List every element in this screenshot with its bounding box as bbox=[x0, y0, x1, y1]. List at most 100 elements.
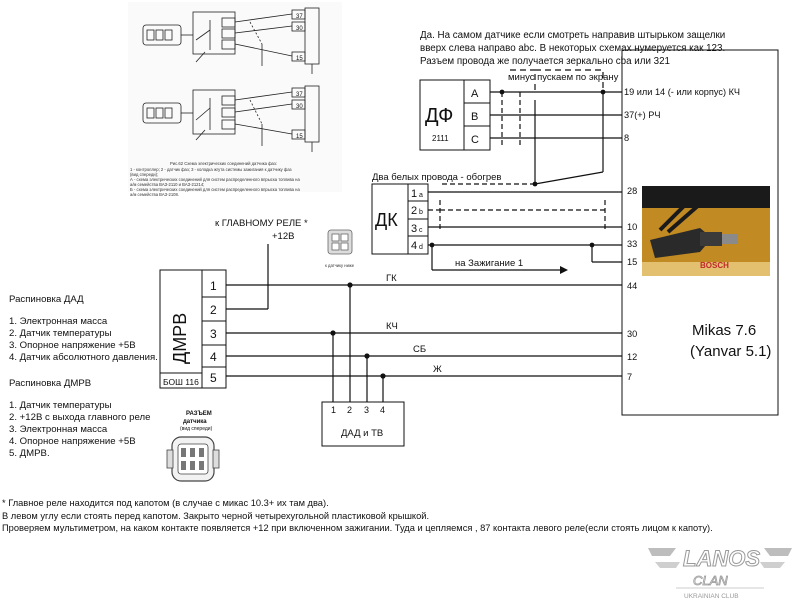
top-note-line: Разъем провода же получается зеркально c… bbox=[420, 56, 670, 67]
scan-legend-line: Б - схема электрических соединений для с… bbox=[130, 187, 300, 192]
maf-sensor-wires bbox=[226, 284, 622, 402]
junction-dot bbox=[364, 353, 370, 359]
scan-legend-line: а/м семейства ВАЗ-2108. bbox=[130, 192, 179, 197]
pin12-label: 12 bbox=[627, 352, 637, 362]
connector-caption-3: (вид спереди) bbox=[180, 426, 213, 432]
phase-sensor-wires bbox=[490, 69, 622, 184]
scan-scheme-a bbox=[142, 7, 320, 74]
sensor-connector-illustration: РАЗЪЕМ датчика (вид спереди) bbox=[166, 411, 220, 482]
scan-legend-line: 1 - контроллер; 2 - датчик фаз; 3 - коло… bbox=[130, 167, 292, 172]
dmrv-pin-4: 4 bbox=[210, 350, 217, 364]
df-title: ДФ bbox=[425, 105, 453, 127]
junction-dot bbox=[600, 89, 606, 95]
ignition-arrow bbox=[560, 266, 568, 274]
minus-screen-label: минус пускаем по экрану bbox=[508, 72, 619, 83]
pin33-label: 33 bbox=[627, 239, 637, 249]
bosch-label: BOSCH bbox=[700, 261, 729, 270]
scan-pin-15-a: 15 bbox=[296, 56, 303, 62]
footnote-line: Проверяем мультиметром, на каком контакт… bbox=[2, 523, 713, 533]
dk-pin-4-suffix: d bbox=[419, 244, 423, 251]
scan-pin-15-b: 15 bbox=[296, 134, 303, 140]
df-pin-b: B bbox=[471, 111, 478, 123]
ecu-version: (Yanvar 5.1) bbox=[690, 343, 771, 360]
phase-sensor-block: ДФ 2111 A B C bbox=[419, 79, 491, 151]
df-pin-a: A bbox=[471, 88, 479, 100]
oxygen-sensor-block: ДК 1 a 2 b 3 c 4 d bbox=[371, 183, 429, 255]
connector-caption-1: РАЗЪЕМ bbox=[186, 411, 212, 417]
pin7-label: 7 bbox=[627, 372, 632, 382]
gk-label: ГК bbox=[386, 273, 397, 284]
dad-title: ДАД и ТВ bbox=[341, 428, 383, 439]
sb-label: СБ bbox=[413, 344, 426, 355]
pin28-label: 28 bbox=[627, 186, 637, 196]
lanos-clan-logo: LANOS CLAN UKRAINIAN CLUB bbox=[648, 546, 792, 600]
logo-clan: CLAN bbox=[693, 573, 728, 588]
scan-legend-line: А - схема электрических соединений для с… bbox=[130, 177, 300, 182]
bosch-oxygen-sensor-photo: BOSCH bbox=[642, 186, 770, 276]
footnote-line: * Главное реле находится под капотом (в … bbox=[2, 498, 329, 508]
pin19-label: 19 или 14 (- или корпус) КЧ bbox=[624, 87, 740, 97]
dmrv-pin-2: 2 bbox=[210, 303, 217, 317]
scan-pin-30-a: 30 bbox=[296, 26, 303, 32]
pinout-dad-item: 1. Электронная масса bbox=[9, 316, 108, 327]
scan-pin-37-a: 37 bbox=[296, 14, 303, 20]
pinout-dmrv-title: Распиновка ДМРВ bbox=[9, 378, 92, 389]
zh-label: Ж bbox=[433, 364, 442, 375]
pin10-label: 10 bbox=[627, 222, 637, 232]
pin30-label: 30 bbox=[627, 329, 637, 339]
pinout-dad-title: Распиновка ДАД bbox=[9, 294, 84, 305]
top-note-line: вверх слева направо abc. В некоторых схе… bbox=[420, 43, 725, 54]
kch-label: КЧ bbox=[386, 321, 398, 332]
pin15-label: 15 bbox=[627, 257, 637, 267]
scan-legend-line: а/м семейства ВАЗ-2110 и ВАЗ-21214; bbox=[130, 182, 204, 187]
logo-lanos: LANOS bbox=[683, 546, 760, 571]
dad-pin-3: 3 bbox=[364, 405, 369, 415]
junction-dot bbox=[380, 373, 386, 379]
scan-pin-37-b: 37 bbox=[296, 92, 303, 98]
pinout-dmrv-item: 4. Опорное напряжение +5В bbox=[9, 436, 136, 447]
pinout-dad: Распиновка ДАД 1. Электронная масса 2. Д… bbox=[9, 294, 158, 364]
scan-legend-title: Рис.62 Схема электрических соединений да… bbox=[170, 161, 277, 166]
junction-dot bbox=[347, 282, 353, 288]
df-code: 2111 bbox=[432, 134, 449, 143]
dk-pin-4: 4 bbox=[411, 240, 417, 252]
pinout-dmrv-item: 5. ДМРВ. bbox=[9, 448, 50, 459]
junction-dot bbox=[589, 242, 595, 248]
pinout-dad-item: 3. Опорное напряжение +5В bbox=[9, 340, 136, 351]
map-iat-sensor-block: 1 2 3 4 ДАД и ТВ bbox=[321, 401, 405, 447]
scan-legend-line: (вид спереди); bbox=[130, 172, 158, 177]
maf-sensor-block: ДМРВ БОШ 116 1 2 3 4 5 bbox=[159, 269, 227, 389]
dmrv-pin-5: 5 bbox=[210, 371, 217, 385]
dmrv-title: ДМРВ bbox=[170, 313, 190, 364]
ecu-box bbox=[621, 49, 779, 416]
dmrv-code: БОШ 116 bbox=[163, 377, 199, 387]
dmrv-pin-1: 1 bbox=[210, 279, 217, 293]
junction-dot bbox=[330, 330, 336, 336]
oxygen-sensor-wires bbox=[428, 171, 622, 271]
footnote-line: В левом углу если стоять перед капотом. … bbox=[2, 510, 430, 521]
dk-pin-2: 2 bbox=[411, 205, 417, 217]
pin44-label: 44 bbox=[627, 281, 637, 291]
dk-pin-1: 1 bbox=[411, 188, 417, 200]
dk-pin-2-suffix: b bbox=[419, 209, 423, 216]
pin37-label: 37(+) РЧ bbox=[624, 110, 661, 120]
df-pin-c: C bbox=[471, 134, 479, 146]
dk-pin-3: 3 bbox=[411, 223, 417, 235]
logo-subtitle: UKRAINIAN CLUB bbox=[684, 593, 739, 600]
plus12-label: +12В bbox=[272, 231, 294, 242]
heater-label: Два белых провода - обогрев bbox=[372, 172, 501, 183]
scanned-phase-sensor-schematic: 37 30 15 37 30 15 Рис.62 Схема электриче… bbox=[128, 2, 342, 197]
connector-caption-2: датчика bbox=[183, 419, 207, 425]
dk-pin-1-suffix: a bbox=[419, 192, 423, 199]
small-connector-caption: к датчику ниже bbox=[325, 263, 355, 268]
dk-title: ДК bbox=[375, 210, 398, 230]
pinout-dmrv-item: 1. Датчик температуры bbox=[9, 400, 112, 411]
pinout-dad-item: 4. Датчик абсолютного давления. bbox=[9, 352, 158, 363]
dmrv-pin-3: 3 bbox=[210, 327, 217, 341]
scan-scheme-b bbox=[142, 85, 320, 152]
ecu-name: Mikas 7.6 bbox=[692, 322, 756, 339]
junction-dot bbox=[499, 89, 505, 95]
footnote: * Главное реле находится под капотом (в … bbox=[2, 497, 713, 535]
pinout-dad-item: 2. Датчик температуры bbox=[9, 328, 112, 339]
